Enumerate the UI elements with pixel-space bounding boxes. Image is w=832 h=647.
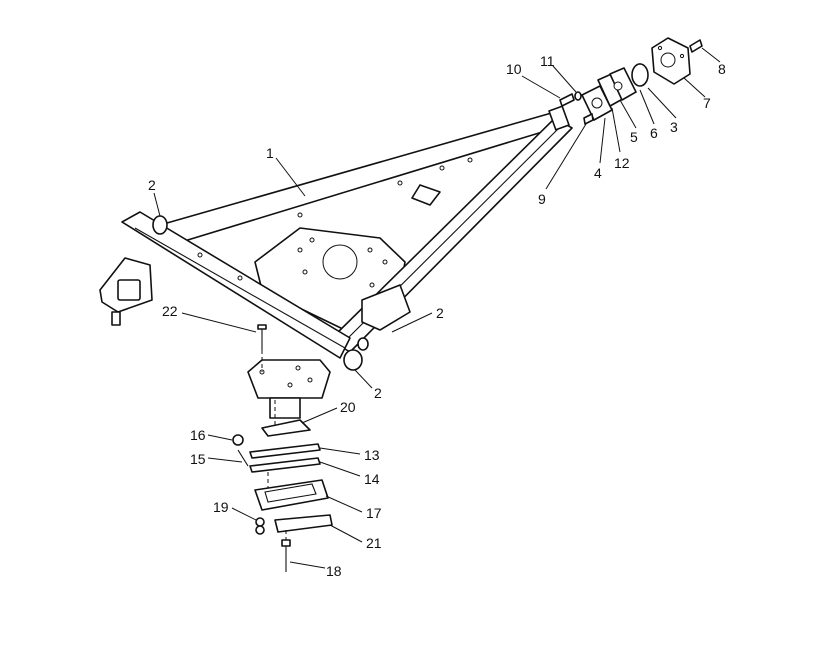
callout-6: 6 [650, 125, 658, 141]
callout-2: 2 [148, 177, 156, 193]
callout-4: 4 [594, 165, 602, 181]
leader-lines [153, 47, 721, 569]
callout-21: 21 [366, 535, 382, 551]
callout-10: 10 [506, 61, 522, 77]
bearing-assembly [559, 37, 703, 125]
callout-2: 2 [436, 305, 444, 321]
shoe-stack [232, 400, 333, 572]
callouts: 1 2 2 2 3 4 5 6 7 8 9 10 11 12 13 14 15 … [148, 53, 726, 579]
callout-3: 3 [670, 119, 678, 135]
callout-2: 2 [374, 385, 382, 401]
callout-18: 18 [326, 563, 342, 579]
callout-22: 22 [162, 303, 178, 319]
callout-16: 16 [190, 427, 206, 443]
bushing-part-2 [152, 215, 369, 371]
callout-20: 20 [340, 399, 356, 415]
callout-7: 7 [703, 95, 711, 111]
a-frame-part-1 [99, 105, 573, 359]
callout-19: 19 [213, 499, 229, 515]
callout-12: 12 [614, 155, 630, 171]
callout-1: 1 [266, 145, 274, 161]
callout-15: 15 [190, 451, 206, 467]
callout-11: 11 [540, 53, 555, 69]
callout-9: 9 [538, 191, 546, 207]
callout-17: 17 [366, 505, 382, 521]
callout-5: 5 [630, 129, 638, 145]
callout-8: 8 [718, 61, 726, 77]
callout-14: 14 [364, 471, 380, 487]
callout-13: 13 [364, 447, 380, 463]
mounting-bracket [247, 324, 331, 419]
